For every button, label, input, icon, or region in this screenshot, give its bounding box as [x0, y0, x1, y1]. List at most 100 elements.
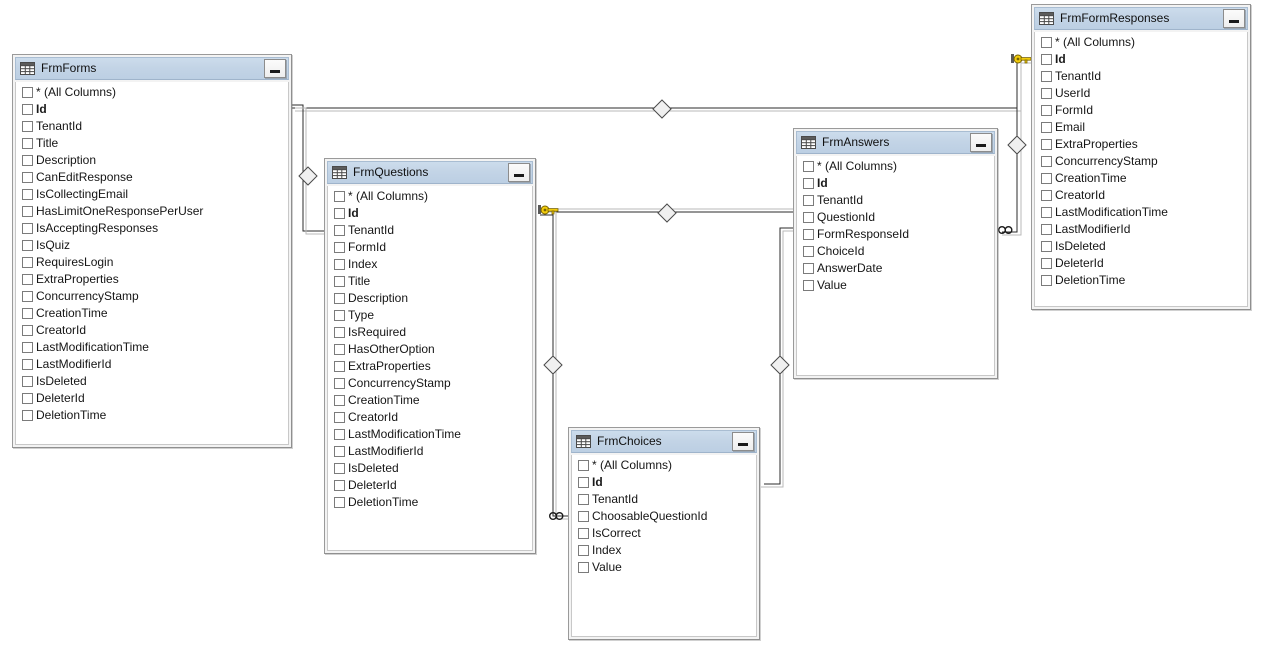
column-row[interactable]: ChoiceId [799, 243, 994, 260]
column-row[interactable]: LastModificationTime [330, 426, 532, 443]
column-checkbox[interactable] [578, 460, 589, 471]
column-checkbox[interactable] [334, 463, 345, 474]
column-checkbox[interactable] [1041, 139, 1052, 150]
column-checkbox[interactable] [22, 291, 33, 302]
column-checkbox[interactable] [334, 429, 345, 440]
column-checkbox[interactable] [22, 189, 33, 200]
column-checkbox[interactable] [1041, 275, 1052, 286]
column-checkbox[interactable] [578, 511, 589, 522]
column-row[interactable]: CreatorId [330, 409, 532, 426]
column-row[interactable]: ExtraProperties [330, 358, 532, 375]
column-row[interactable]: LastModificationTime [1037, 204, 1247, 221]
column-row[interactable]: IsCorrect [574, 525, 756, 542]
column-row[interactable]: * (All Columns) [799, 158, 994, 175]
column-row[interactable]: * (All Columns) [18, 84, 288, 101]
column-row[interactable]: IsDeleted [1037, 238, 1247, 255]
column-checkbox[interactable] [1041, 54, 1052, 65]
column-row[interactable]: DeleterId [18, 390, 288, 407]
column-checkbox[interactable] [22, 138, 33, 149]
column-row[interactable]: Description [330, 290, 532, 307]
column-checkbox[interactable] [803, 161, 814, 172]
column-checkbox[interactable] [803, 178, 814, 189]
column-row[interactable]: * (All Columns) [1037, 34, 1247, 51]
column-checkbox[interactable] [334, 225, 345, 236]
column-row[interactable]: CreationTime [330, 392, 532, 409]
column-row[interactable]: Type [330, 307, 532, 324]
column-row[interactable]: ExtraProperties [1037, 136, 1247, 153]
column-row[interactable]: Index [574, 542, 756, 559]
column-row[interactable]: DeletionTime [330, 494, 532, 511]
column-row[interactable]: Id [574, 474, 756, 491]
column-row[interactable]: Description [18, 152, 288, 169]
column-checkbox[interactable] [22, 223, 33, 234]
column-row[interactable]: Id [1037, 51, 1247, 68]
column-checkbox[interactable] [334, 327, 345, 338]
column-checkbox[interactable] [803, 195, 814, 206]
column-row[interactable]: DeleterId [1037, 255, 1247, 272]
column-checkbox[interactable] [1041, 241, 1052, 252]
column-row[interactable]: CreationTime [18, 305, 288, 322]
column-checkbox[interactable] [22, 393, 33, 404]
table-title-bar[interactable]: FrmQuestions [327, 161, 533, 184]
column-checkbox[interactable] [22, 410, 33, 421]
column-checkbox[interactable] [1041, 190, 1052, 201]
column-checkbox[interactable] [22, 325, 33, 336]
column-checkbox[interactable] [22, 155, 33, 166]
table-title-bar[interactable]: FrmForms [15, 57, 289, 80]
column-checkbox[interactable] [334, 497, 345, 508]
column-row[interactable]: TenantId [1037, 68, 1247, 85]
column-row[interactable]: ConcurrencyStamp [1037, 153, 1247, 170]
column-checkbox[interactable] [803, 246, 814, 257]
column-row[interactable]: Index [330, 256, 532, 273]
column-row[interactable]: HasLimitOneResponsePerUser [18, 203, 288, 220]
column-row[interactable]: Title [330, 273, 532, 290]
column-checkbox[interactable] [334, 344, 345, 355]
column-row[interactable]: * (All Columns) [330, 188, 532, 205]
column-row[interactable]: LastModifierId [330, 443, 532, 460]
column-row[interactable]: CanEditResponse [18, 169, 288, 186]
column-checkbox[interactable] [334, 310, 345, 321]
column-checkbox[interactable] [1041, 156, 1052, 167]
column-row[interactable]: IsCollectingEmail [18, 186, 288, 203]
table-title-bar[interactable]: FrmFormResponses [1034, 7, 1248, 30]
column-checkbox[interactable] [803, 263, 814, 274]
column-checkbox[interactable] [22, 274, 33, 285]
column-checkbox[interactable] [334, 446, 345, 457]
column-checkbox[interactable] [803, 212, 814, 223]
column-row[interactable]: DeletionTime [1037, 272, 1247, 289]
column-checkbox[interactable] [578, 477, 589, 488]
column-row[interactable]: * (All Columns) [574, 457, 756, 474]
column-checkbox[interactable] [334, 242, 345, 253]
column-row[interactable]: ConcurrencyStamp [18, 288, 288, 305]
column-checkbox[interactable] [22, 342, 33, 353]
column-checkbox[interactable] [334, 378, 345, 389]
column-checkbox[interactable] [1041, 173, 1052, 184]
column-checkbox[interactable] [578, 545, 589, 556]
minimize-button-frmforms[interactable] [264, 59, 286, 78]
column-row[interactable]: Id [18, 101, 288, 118]
column-row[interactable]: Id [799, 175, 994, 192]
column-checkbox[interactable] [22, 257, 33, 268]
column-row[interactable]: Value [799, 277, 994, 294]
column-checkbox[interactable] [1041, 71, 1052, 82]
table-title-bar[interactable]: FrmAnswers [796, 131, 995, 154]
column-row[interactable]: IsAcceptingResponses [18, 220, 288, 237]
column-row[interactable]: DeletionTime [18, 407, 288, 424]
column-checkbox[interactable] [578, 528, 589, 539]
column-row[interactable]: LastModificationTime [18, 339, 288, 356]
column-checkbox[interactable] [1041, 224, 1052, 235]
column-row[interactable]: AnswerDate [799, 260, 994, 277]
column-checkbox[interactable] [1041, 207, 1052, 218]
column-checkbox[interactable] [334, 412, 345, 423]
column-row[interactable]: FormId [330, 239, 532, 256]
column-row[interactable]: IsDeleted [18, 373, 288, 390]
column-row[interactable]: IsDeleted [330, 460, 532, 477]
column-checkbox[interactable] [22, 240, 33, 251]
